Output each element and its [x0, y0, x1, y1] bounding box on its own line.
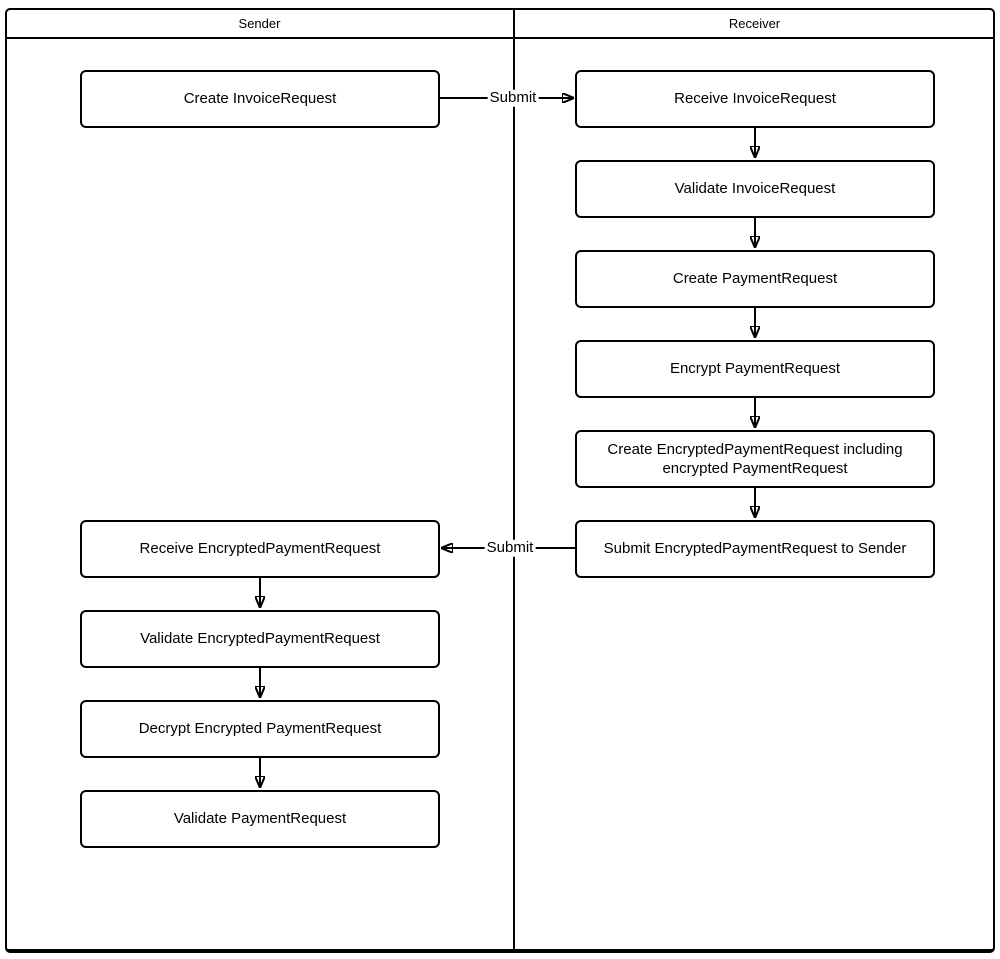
node-validate-invoicerequest: Validate InvoiceRequest — [575, 160, 935, 218]
diagram-frame — [5, 8, 995, 953]
lane-label-sender: Sender — [238, 15, 281, 31]
lane-label-receiver: Receiver — [728, 15, 781, 31]
node-encrypt-paymentrequest: Encrypt PaymentRequest — [575, 340, 935, 398]
node-receive-encryptedpaymentrequest: Receive EncryptedPaymentRequest — [80, 520, 440, 578]
node-submit-encryptedpaymentrequest: Submit EncryptedPaymentRequest to Sender — [575, 520, 935, 578]
node-validate-encryptedpaymentrequest: Validate EncryptedPaymentRequest — [80, 610, 440, 668]
node-receive-invoicerequest: Receive InvoiceRequest — [575, 70, 935, 128]
lane-divider-line — [513, 8, 515, 953]
node-validate-paymentrequest: Validate PaymentRequest — [80, 790, 440, 848]
node-decrypt-encrypted-paymentrequest: Decrypt Encrypted PaymentRequest — [80, 700, 440, 758]
edge-label-submit-invoice: Submit — [487, 88, 539, 107]
node-create-paymentrequest: Create PaymentRequest — [575, 250, 935, 308]
node-create-invoicerequest: Create InvoiceRequest — [80, 70, 440, 128]
header-separator-line — [5, 37, 995, 39]
edge-label-submit-payment: Submit — [484, 538, 536, 557]
node-create-encryptedpaymentrequest: Create EncryptedPaymentRequest including… — [575, 430, 935, 488]
